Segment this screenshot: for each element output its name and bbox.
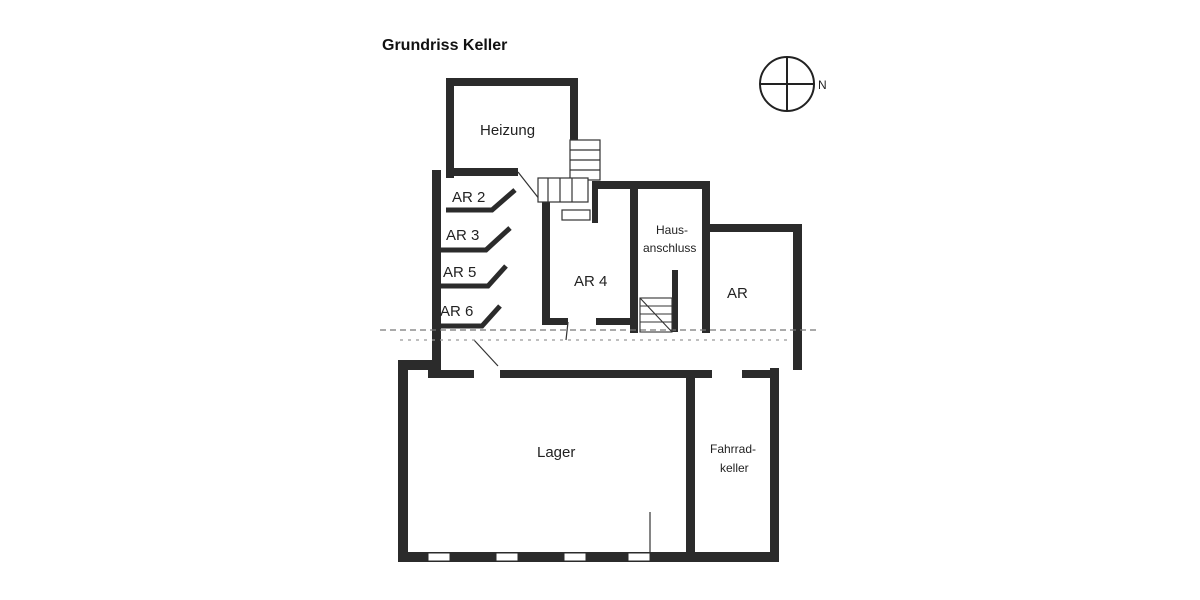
- wall-ar4-top: [596, 181, 710, 189]
- room-label-ar5: AR 5: [443, 264, 476, 281]
- door-swing-corridor: [473, 339, 499, 367]
- room-label-heizung: Heizung: [480, 122, 535, 139]
- wall-heizung-left: [446, 78, 454, 178]
- wall-left-lower: [398, 360, 408, 562]
- compass: N: [759, 56, 827, 112]
- wall-ar4-stub: [592, 181, 598, 223]
- wall-left-step: [398, 360, 441, 370]
- wall-lager-top-right: [500, 370, 712, 378]
- wall-ar4-bottom-left: [542, 318, 568, 325]
- window: [563, 552, 587, 562]
- room-label-ar6: AR 6: [440, 303, 473, 320]
- stair-block-lower: [561, 209, 591, 221]
- wall-lager-divider: [686, 376, 695, 562]
- door-swings: [380, 171, 820, 552]
- compass-north-label: N: [818, 78, 827, 92]
- wall-ar4-bottom-right: [596, 318, 636, 325]
- wall-hausanschluss-right: [702, 181, 710, 333]
- window: [495, 552, 519, 562]
- wall-heizung-right: [570, 78, 578, 140]
- room-label-ar2: AR 2: [452, 189, 485, 206]
- stairs-upper: [537, 139, 601, 221]
- plan-title: Grundriss Keller: [382, 37, 508, 54]
- room-label-ar: AR: [727, 285, 748, 302]
- wall-left-upper: [432, 170, 441, 360]
- window: [427, 552, 451, 562]
- wall-lager-top-left: [428, 370, 474, 378]
- wall-ar5-partition: [441, 264, 508, 289]
- walls: [398, 78, 802, 562]
- wall-hausanschluss-inner: [672, 270, 678, 332]
- wall-ar-top: [708, 224, 802, 232]
- wall-fahrrad-top: [742, 370, 778, 378]
- wall-ar6-partition: [441, 304, 502, 329]
- room-label-hausanschluss-line1: Haus-: [656, 223, 688, 237]
- wall-ar4-right: [630, 181, 638, 333]
- door-swing-ar4: [565, 321, 569, 341]
- wall-right-upper: [793, 224, 802, 370]
- wall-ar2-partition: [446, 188, 517, 213]
- wall-bottom: [398, 552, 776, 562]
- wall-heizung-bottom: [446, 168, 518, 176]
- room-label-ar4: AR 4: [574, 273, 607, 290]
- stairs-hausanschluss: [639, 297, 673, 333]
- wall-heizung-top: [446, 78, 578, 86]
- room-label-ar3: AR 3: [446, 227, 479, 244]
- room-label-fahrradkeller-line2: keller: [720, 461, 749, 475]
- room-label-lager: Lager: [537, 444, 575, 461]
- door-swing-heizung: [517, 171, 541, 201]
- room-label-hausanschluss-line2: anschluss: [643, 241, 696, 255]
- windows: [427, 552, 651, 562]
- room-label-fahrradkeller-line1: Fahrrad-: [710, 442, 756, 456]
- stair-block-hausanschluss: [639, 297, 673, 333]
- room-labels: Heizung AR 2 AR 3 AR 5 AR 6 AR 4 Haus- a…: [440, 122, 756, 475]
- wall-ar4-left: [542, 202, 550, 324]
- stair-block-middle: [537, 177, 589, 203]
- stair-diagonal: [639, 297, 673, 333]
- wall-ar3-partition: [441, 226, 512, 253]
- wall-right-lower: [770, 368, 779, 562]
- window: [627, 552, 651, 562]
